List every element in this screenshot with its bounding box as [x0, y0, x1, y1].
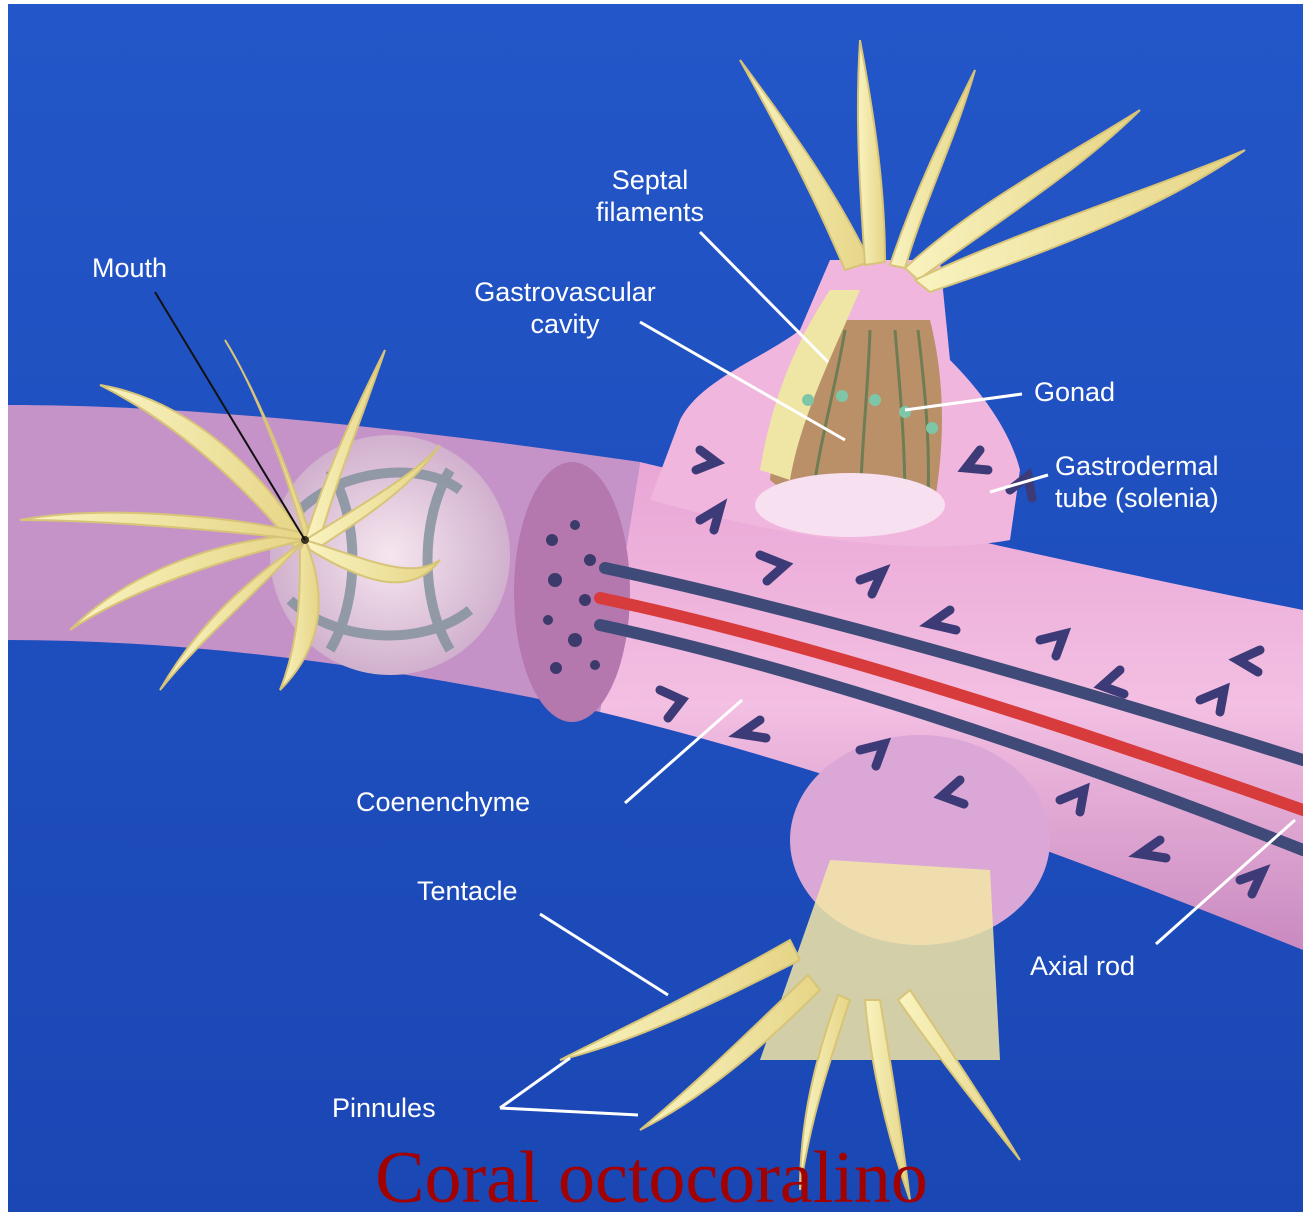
- label-septal-filaments: Septal filaments: [560, 164, 740, 228]
- label-septal-filaments-line2: filaments: [560, 196, 740, 228]
- label-gonad: Gonad: [1034, 376, 1115, 408]
- label-tentacle: Tentacle: [417, 875, 518, 907]
- branch-cross-section: [514, 462, 630, 722]
- label-mouth: Mouth: [92, 252, 167, 284]
- label-axial-rod: Axial rod: [1030, 950, 1135, 982]
- label-gastrovascular-line1: Gastrovascular: [425, 276, 705, 308]
- figure-caption: Coral octocoralino: [0, 1138, 1303, 1218]
- cavity-floor: [755, 473, 945, 537]
- label-gastrodermal-line1: Gastrodermal: [1055, 450, 1219, 482]
- label-septal-filaments-line1: Septal: [560, 164, 740, 196]
- label-gastrodermal-tube: Gastrodermal tube (solenia): [1055, 450, 1219, 514]
- label-pinnules: Pinnules: [332, 1092, 436, 1124]
- label-gastrovascular-cavity: Gastrovascular cavity: [425, 276, 705, 340]
- label-gastrovascular-line2: cavity: [425, 308, 705, 340]
- label-coenenchyme: Coenenchyme: [356, 786, 530, 818]
- label-gastrodermal-line2: tube (solenia): [1055, 482, 1219, 514]
